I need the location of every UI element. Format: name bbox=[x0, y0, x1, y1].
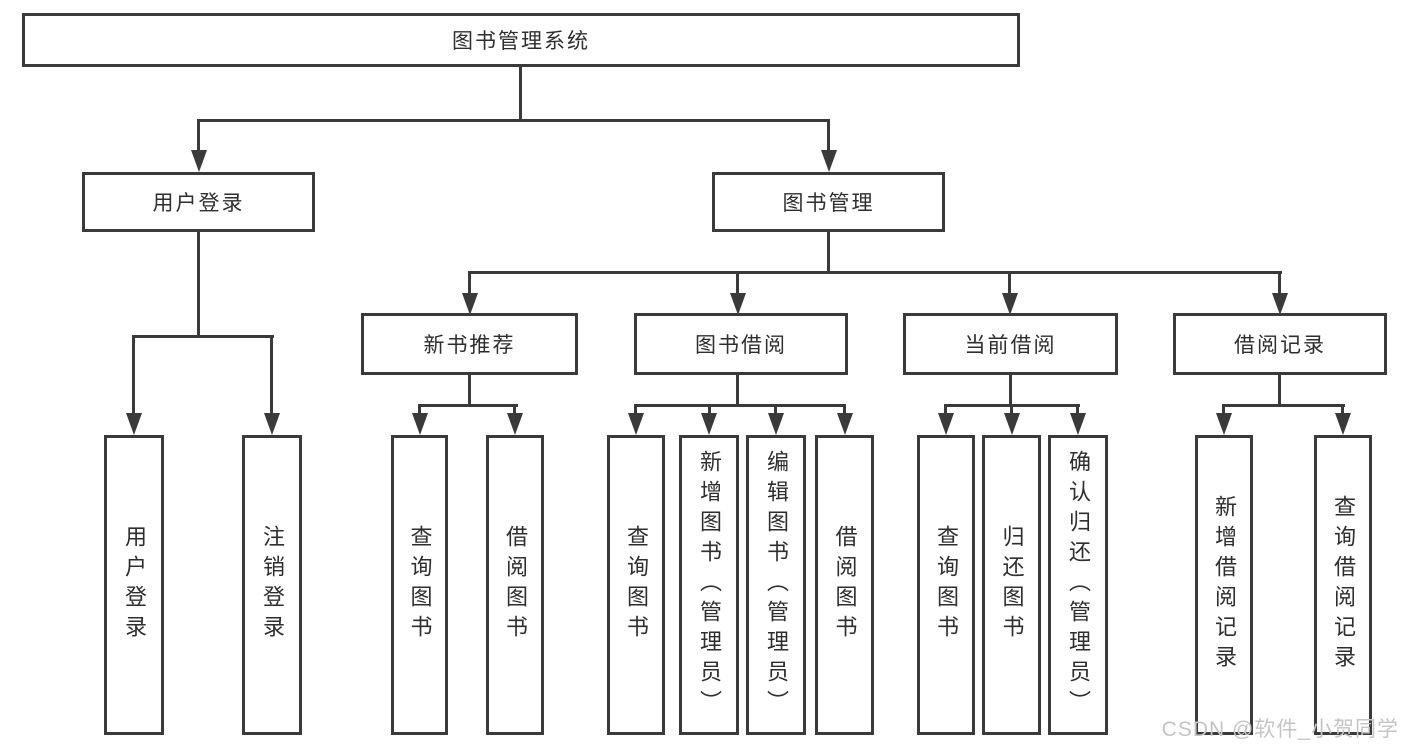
connector-login-bar bbox=[132, 335, 274, 338]
leaf-borrow-books-label: 借阅图书 bbox=[832, 525, 858, 645]
connector-borrow-drop-2 bbox=[708, 404, 711, 415]
leaf-add-book-admin: 新增图书（管理员） bbox=[679, 435, 739, 735]
connector-borrow-bar bbox=[634, 404, 846, 407]
connector-current-stem bbox=[1009, 373, 1012, 407]
connector-borrow-drop-4 bbox=[843, 404, 846, 415]
arrow-to-user-login bbox=[191, 150, 207, 172]
connector-records-stem bbox=[1278, 373, 1281, 407]
csdn-watermark: CSDN @软件_小贺同学 bbox=[1161, 718, 1399, 741]
leaf-edit-book-admin: 编辑图书（管理员） bbox=[746, 435, 806, 735]
connector-login-drop-1 bbox=[132, 335, 135, 415]
leaf-query-books-rec-label: 查询图书 bbox=[407, 525, 433, 645]
leaf-borrow-books-rec: 借阅图书 bbox=[486, 435, 544, 735]
connector-mgmt-drop-3 bbox=[1008, 271, 1011, 295]
node-borrow-records: 借阅记录 bbox=[1173, 313, 1387, 375]
node-book-borrow: 图书借阅 bbox=[634, 313, 848, 375]
node-user-login: 用户登录 bbox=[82, 172, 315, 232]
connector-root-bar bbox=[197, 119, 830, 122]
leaf-add-borrow-record-label: 新增借阅记录 bbox=[1212, 495, 1237, 675]
leaf-return-books: 归还图书 bbox=[982, 435, 1041, 735]
leaf-user-login-label: 用户登录 bbox=[122, 525, 147, 645]
arrow-to-current-borrow bbox=[1002, 293, 1018, 315]
connector-rec-drop-1 bbox=[418, 404, 421, 415]
arrow-to-book-mgmt bbox=[821, 150, 837, 172]
connector-mgmt-drop-4 bbox=[1278, 271, 1281, 295]
connector-current-drop-3 bbox=[1076, 404, 1079, 415]
connector-records-drop-2 bbox=[1341, 404, 1344, 415]
arrow-to-leaf-borrow-books-rec bbox=[507, 413, 523, 435]
leaf-query-borrow-record: 查询借阅记录 bbox=[1314, 435, 1372, 735]
connector-root-drop-right bbox=[827, 119, 830, 153]
arrow-to-borrow-records bbox=[1272, 293, 1288, 315]
node-new-book-rec-label: 新书推荐 bbox=[423, 334, 516, 357]
connector-root-stem bbox=[519, 66, 522, 122]
node-book-mgmt-label: 图书管理 bbox=[782, 192, 875, 215]
leaf-query-books-current-label: 查询图书 bbox=[934, 525, 959, 645]
node-user-login-label: 用户登录 bbox=[152, 192, 245, 215]
connector-mgmt-stem bbox=[827, 230, 830, 274]
connector-rec-stem bbox=[468, 373, 471, 407]
node-root-label: 图书管理系统 bbox=[452, 30, 590, 53]
leaf-add-book-admin-label: 新增图书（管理员） bbox=[697, 450, 722, 720]
connector-rec-bar bbox=[418, 404, 518, 407]
node-borrow-records-label: 借阅记录 bbox=[1234, 334, 1326, 357]
arrow-to-leaf-query-books-current bbox=[938, 413, 954, 435]
connector-login-drop-2 bbox=[270, 335, 273, 415]
connector-login-stem bbox=[197, 230, 200, 337]
connector-records-drop-1 bbox=[1222, 404, 1225, 415]
leaf-confirm-return-admin-label: 确认归还（管理员） bbox=[1066, 450, 1091, 720]
arrow-to-leaf-add-borrow-record bbox=[1216, 413, 1232, 435]
arrow-to-leaf-user-login bbox=[126, 413, 142, 435]
leaf-logout-label: 注销登录 bbox=[260, 525, 285, 645]
leaf-confirm-return-admin: 确认归还（管理员） bbox=[1048, 435, 1108, 735]
connector-root-drop-left bbox=[197, 119, 200, 153]
connector-borrow-drop-3 bbox=[774, 404, 777, 415]
connector-borrow-stem bbox=[736, 373, 739, 407]
leaf-add-borrow-record: 新增借阅记录 bbox=[1195, 435, 1253, 735]
connector-records-bar bbox=[1222, 404, 1345, 407]
connector-current-drop-2 bbox=[1010, 404, 1013, 415]
node-root: 图书管理系统 bbox=[22, 13, 1020, 67]
arrow-to-leaf-confirm-return bbox=[1070, 413, 1086, 435]
node-book-borrow-label: 图书借阅 bbox=[695, 334, 787, 357]
node-new-book-rec: 新书推荐 bbox=[361, 313, 578, 375]
arrow-to-leaf-return-books bbox=[1004, 413, 1020, 435]
arrow-to-leaf-borrow-books bbox=[837, 413, 853, 435]
arrow-to-leaf-logout bbox=[264, 413, 280, 435]
leaf-edit-book-admin-label: 编辑图书（管理员） bbox=[764, 450, 789, 720]
leaf-query-borrow-record-label: 查询借阅记录 bbox=[1331, 495, 1356, 675]
arrow-to-leaf-query-books-rec bbox=[412, 413, 428, 435]
arrow-to-new-book-rec bbox=[462, 293, 478, 315]
connector-rec-drop-2 bbox=[513, 404, 516, 415]
leaf-query-books-borrow: 查询图书 bbox=[607, 435, 665, 735]
leaf-borrow-books-rec-label: 借阅图书 bbox=[503, 525, 528, 645]
leaf-query-books-rec: 查询图书 bbox=[391, 435, 448, 735]
node-book-mgmt: 图书管理 bbox=[712, 172, 945, 232]
connector-mgmt-drop-1 bbox=[468, 271, 471, 295]
arrow-to-leaf-query-books-borrow bbox=[628, 413, 644, 435]
leaf-return-books-label: 归还图书 bbox=[999, 525, 1025, 645]
arrow-to-leaf-add-book bbox=[701, 413, 717, 435]
connector-borrow-drop-1 bbox=[634, 404, 637, 415]
leaf-logout: 注销登录 bbox=[242, 435, 302, 735]
leaf-borrow-books: 借阅图书 bbox=[815, 435, 874, 735]
connector-current-drop-1 bbox=[944, 404, 947, 415]
connector-mgmt-drop-2 bbox=[736, 271, 739, 295]
node-current-borrow: 当前借阅 bbox=[903, 313, 1118, 375]
arrow-to-leaf-query-borrow-record bbox=[1335, 413, 1351, 435]
leaf-query-books-current: 查询图书 bbox=[917, 435, 975, 735]
connector-mgmt-bar bbox=[468, 271, 1282, 274]
node-current-borrow-label: 当前借阅 bbox=[964, 334, 1057, 357]
leaf-user-login: 用户登录 bbox=[104, 435, 164, 735]
leaf-query-books-borrow-label: 查询图书 bbox=[624, 525, 649, 645]
arrow-to-leaf-edit-book bbox=[768, 413, 784, 435]
arrow-to-book-borrow bbox=[730, 293, 746, 315]
